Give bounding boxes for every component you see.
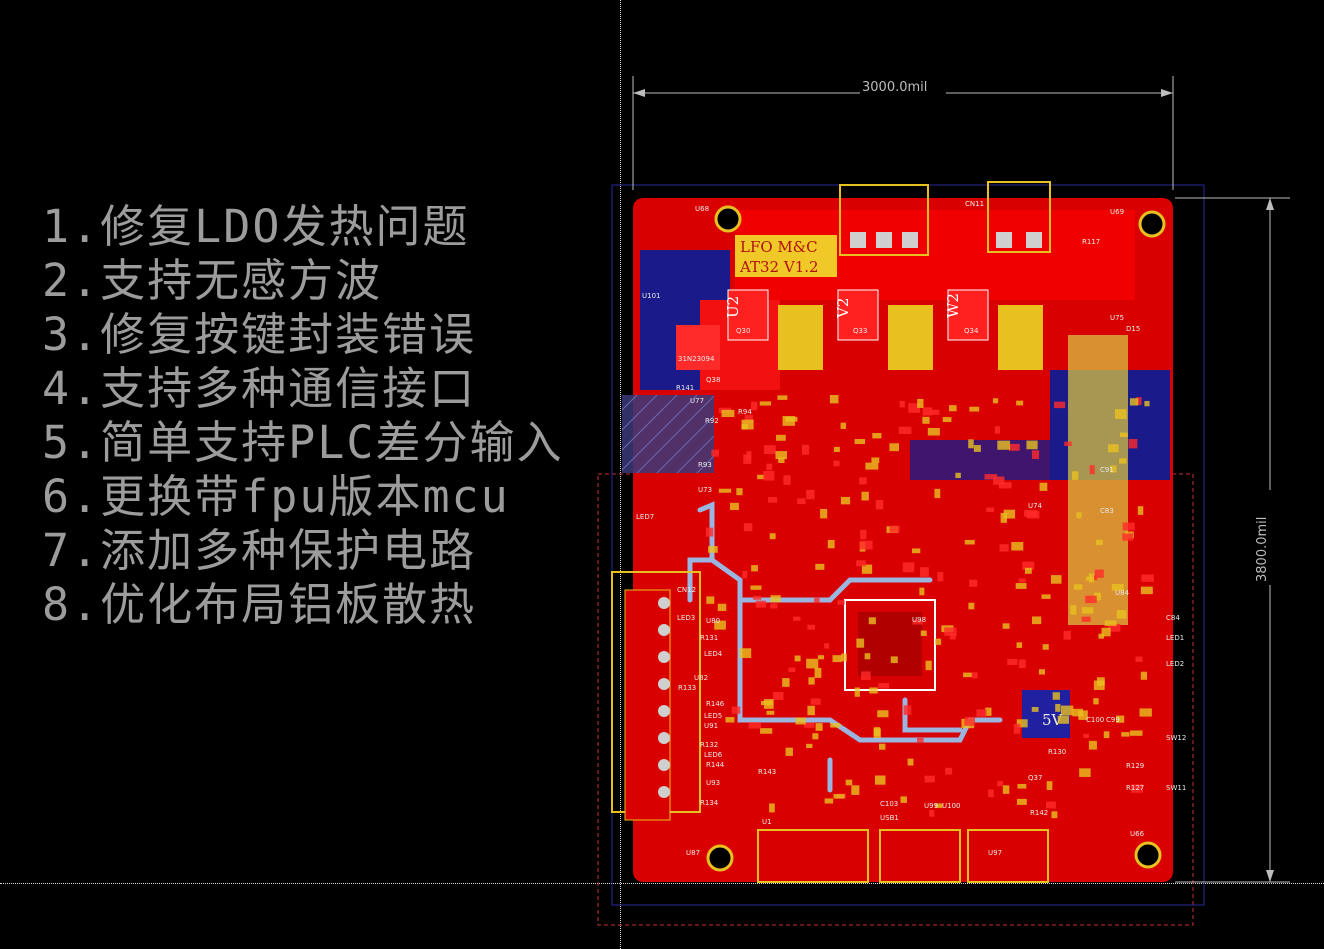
refdes-u98: U98: [912, 616, 926, 624]
version-label: AT32 V1.2: [739, 258, 819, 276]
width-dimension: 3000.0mil: [632, 76, 1174, 190]
refdes-q37: Q37: [1028, 774, 1042, 782]
refdes-c100: C100: [1086, 716, 1104, 724]
refdes-c84: C84: [1166, 614, 1180, 622]
refdes-r134: R134: [700, 799, 719, 807]
refdes-u93: U93: [706, 779, 720, 787]
refdes-r131: R131: [700, 634, 718, 642]
refdes-r143: R143: [758, 768, 776, 776]
refdes-r94: R94: [738, 408, 752, 416]
refdes-usb1: USB1: [880, 814, 899, 822]
refdes-cn11: CN11: [965, 200, 984, 208]
refdes-u82: U82: [694, 674, 708, 682]
change-note-1: 1.修复LDO发热问题: [42, 200, 470, 253]
change-note-8: 8.优化布局铝板散热: [42, 578, 477, 631]
refdes-u77: U77: [690, 397, 704, 405]
refdes-led3: LED3: [677, 614, 695, 622]
refdes-c103: C103: [880, 800, 898, 808]
refdes-u74: U74: [1028, 502, 1043, 510]
refdes-led6: LED6: [704, 751, 723, 759]
brand-label: LFO M&C: [740, 238, 818, 256]
refdes-sw11: SW11: [1166, 784, 1186, 792]
height-dimension-label: 3800.0mil: [1255, 517, 1270, 582]
refdes-cn12: CN12: [677, 586, 696, 594]
change-note-3: 3.修复按键封装错误: [42, 308, 477, 361]
refdes-led1: LED1: [1166, 634, 1184, 642]
change-note-6: 6.更换带fpu版本mcu: [42, 470, 510, 523]
refdes-r130: R130: [1048, 748, 1066, 756]
refdes-r132: R132: [700, 741, 718, 749]
refdes-led2: LED2: [1166, 660, 1184, 668]
cursor-crosshair-horizontal: [0, 883, 1324, 884]
refdes-r142: R142: [1030, 809, 1048, 817]
refdes-u91: U91: [704, 722, 718, 730]
refdes-r117: R117: [1082, 238, 1100, 246]
refdes-r146: R146: [706, 700, 725, 708]
refdes-u99: U99: [924, 802, 938, 810]
refdes-r133: R133: [678, 684, 696, 692]
refdes-c83: C83: [1100, 507, 1114, 515]
mounting-holes: [706, 205, 1166, 872]
refdes-r129: R129: [1126, 762, 1144, 770]
phase-v-label: V2: [834, 298, 852, 319]
refdes-u101: U101: [642, 292, 660, 300]
refdes-u68: U68: [695, 205, 709, 213]
refdes-u1: U1: [762, 818, 772, 826]
change-note-7: 7.添加多种保护电路: [42, 524, 477, 577]
refdes-u66: U66: [1130, 830, 1145, 838]
refdes-u69: U69: [1110, 208, 1124, 216]
bulk-capacitor-strip: [1068, 335, 1128, 625]
refdes-c91: C91: [1100, 466, 1114, 474]
can-connector: [967, 829, 1049, 883]
refdes-u75: U75: [1110, 314, 1124, 322]
refdes-u84: U84: [1115, 589, 1130, 597]
refdes-led4: LED4: [704, 650, 723, 658]
hatch-lines: [621, 394, 715, 474]
smd-pads: [705, 395, 1154, 819]
chip-mark-label: 31N23094: [678, 355, 715, 363]
io-connector-pins: [658, 597, 670, 798]
refdes-r144: R144: [706, 761, 725, 769]
height-dimension: 3800.0mil: [1175, 197, 1290, 883]
refdes-led7: LED7: [636, 513, 654, 521]
refdes-led5: LED5: [704, 712, 722, 720]
refdes-r93: R93: [698, 461, 712, 469]
refdes-r92: R92: [705, 417, 719, 425]
motor-connector: [839, 184, 929, 256]
refdes-c99: C99: [1106, 716, 1120, 724]
uart-connector: [757, 829, 869, 883]
width-dimension-label: 3000.0mil: [862, 80, 927, 95]
brand-plate: [735, 235, 837, 277]
power-label: 5V: [1042, 711, 1064, 729]
refdes-u97: U97: [988, 849, 1002, 857]
change-note-4: 4.支持多种通信接口: [42, 362, 477, 415]
refdes-q33: Q33: [853, 327, 867, 335]
mosfet-row: [727, 289, 1043, 370]
refdes-d15: D15: [1126, 325, 1140, 333]
change-note-5: 5.简单支持PLC差分输入: [42, 416, 564, 469]
phase-w-label: W2: [944, 293, 962, 318]
refdes-q38: Q38: [706, 376, 720, 384]
refdes-q34: Q34: [964, 327, 979, 335]
regulator-ic: [676, 325, 720, 370]
refdes-r141: R141: [676, 384, 694, 392]
hall-connector: [987, 181, 1051, 253]
refdes-u80: U80: [706, 617, 720, 625]
mcu-die: [858, 612, 922, 676]
refdes-u100: U100: [942, 802, 960, 810]
refdes-r127: R127: [1126, 784, 1144, 792]
refdes-u87: U87: [686, 849, 700, 857]
phase-u-label: U2: [724, 296, 742, 318]
connector-pins: [850, 232, 1042, 248]
refdes-u73: U73: [698, 486, 712, 494]
refdes-sw12: SW12: [1166, 734, 1186, 742]
usb-connector: [879, 829, 961, 883]
change-note-2: 2.支持无感方波: [42, 254, 383, 307]
refdes-q30: Q30: [736, 327, 750, 335]
